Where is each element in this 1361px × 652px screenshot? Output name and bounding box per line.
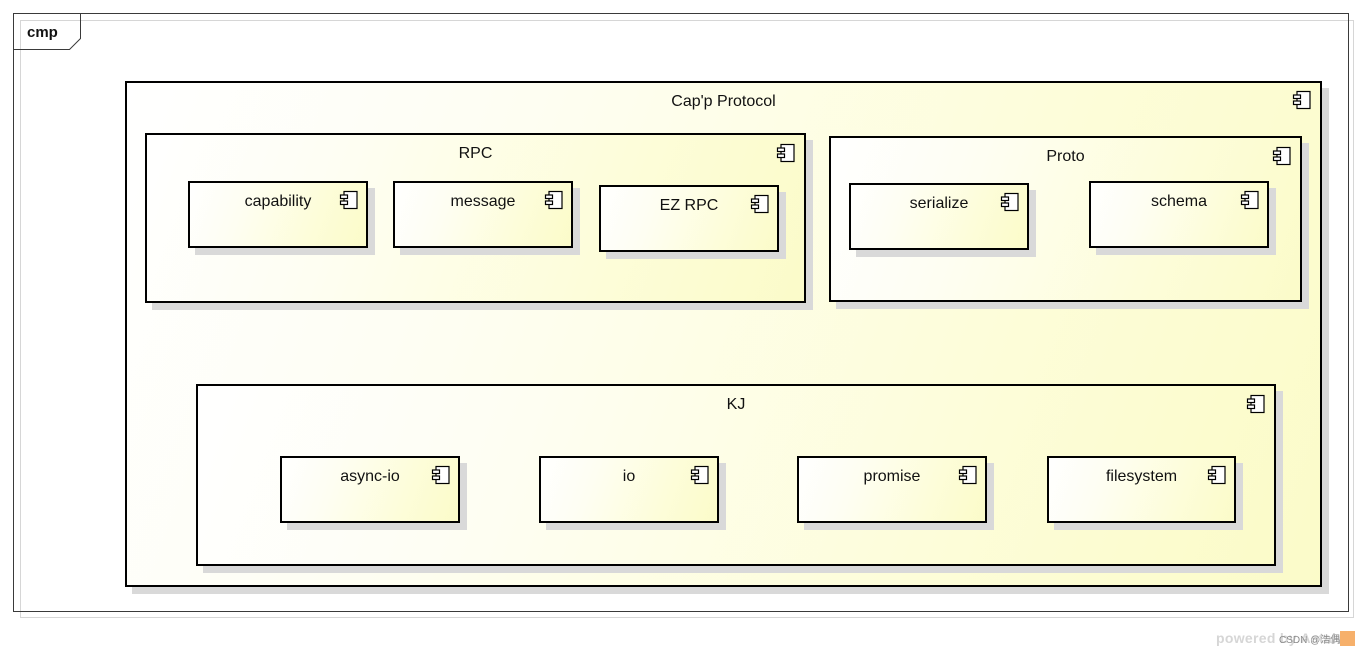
component-async-io[interactable]: async-io bbox=[280, 456, 460, 523]
component-title: serialize bbox=[909, 195, 969, 212]
component-promise[interactable]: promise bbox=[797, 456, 987, 523]
csdn-watermark: CSDN @浩偶 bbox=[1279, 635, 1341, 646]
component-io[interactable]: io bbox=[539, 456, 719, 523]
component-title: EZ RPC bbox=[659, 197, 719, 214]
component-title: Cap'p Protocol bbox=[671, 93, 776, 110]
component-capability[interactable]: capability bbox=[188, 181, 368, 248]
component-title: io bbox=[622, 468, 636, 485]
component-icon bbox=[1207, 465, 1227, 485]
component-title: Proto bbox=[1046, 148, 1085, 165]
component-icon bbox=[776, 143, 796, 163]
component-title: filesystem bbox=[1105, 468, 1178, 485]
frame-shadow bbox=[20, 20, 1354, 618]
component-serialize[interactable]: serialize bbox=[849, 183, 1029, 250]
component-filesystem[interactable]: filesystem bbox=[1047, 456, 1236, 523]
component-title: KJ bbox=[726, 396, 746, 413]
component-icon bbox=[431, 465, 451, 485]
component-title: promise bbox=[863, 468, 921, 485]
component-icon bbox=[1292, 90, 1312, 110]
frame-label: cmp bbox=[27, 24, 58, 41]
astah-watermark: powered by Astah bbox=[1216, 630, 1341, 646]
component-icon bbox=[690, 465, 710, 485]
component-icon bbox=[750, 194, 770, 214]
component-icon bbox=[1272, 146, 1292, 166]
component-title: message bbox=[450, 193, 516, 210]
diagram-frame bbox=[13, 13, 1349, 612]
component-icon bbox=[339, 190, 359, 210]
component-title: RPC bbox=[458, 145, 493, 162]
component-message[interactable]: message bbox=[393, 181, 573, 248]
component-ez-rpc[interactable]: EZ RPC bbox=[599, 185, 779, 252]
astah-logo-icon bbox=[1340, 631, 1355, 646]
frame-tab bbox=[13, 13, 83, 50]
component-icon bbox=[544, 190, 564, 210]
component-icon bbox=[1000, 192, 1020, 212]
component-title: async-io bbox=[340, 468, 400, 485]
component-title: capability bbox=[244, 193, 312, 210]
component-icon bbox=[1240, 190, 1260, 210]
component-title: schema bbox=[1150, 193, 1208, 210]
component-schema[interactable]: schema bbox=[1089, 181, 1269, 248]
component-icon bbox=[958, 465, 978, 485]
component-icon bbox=[1246, 394, 1266, 414]
